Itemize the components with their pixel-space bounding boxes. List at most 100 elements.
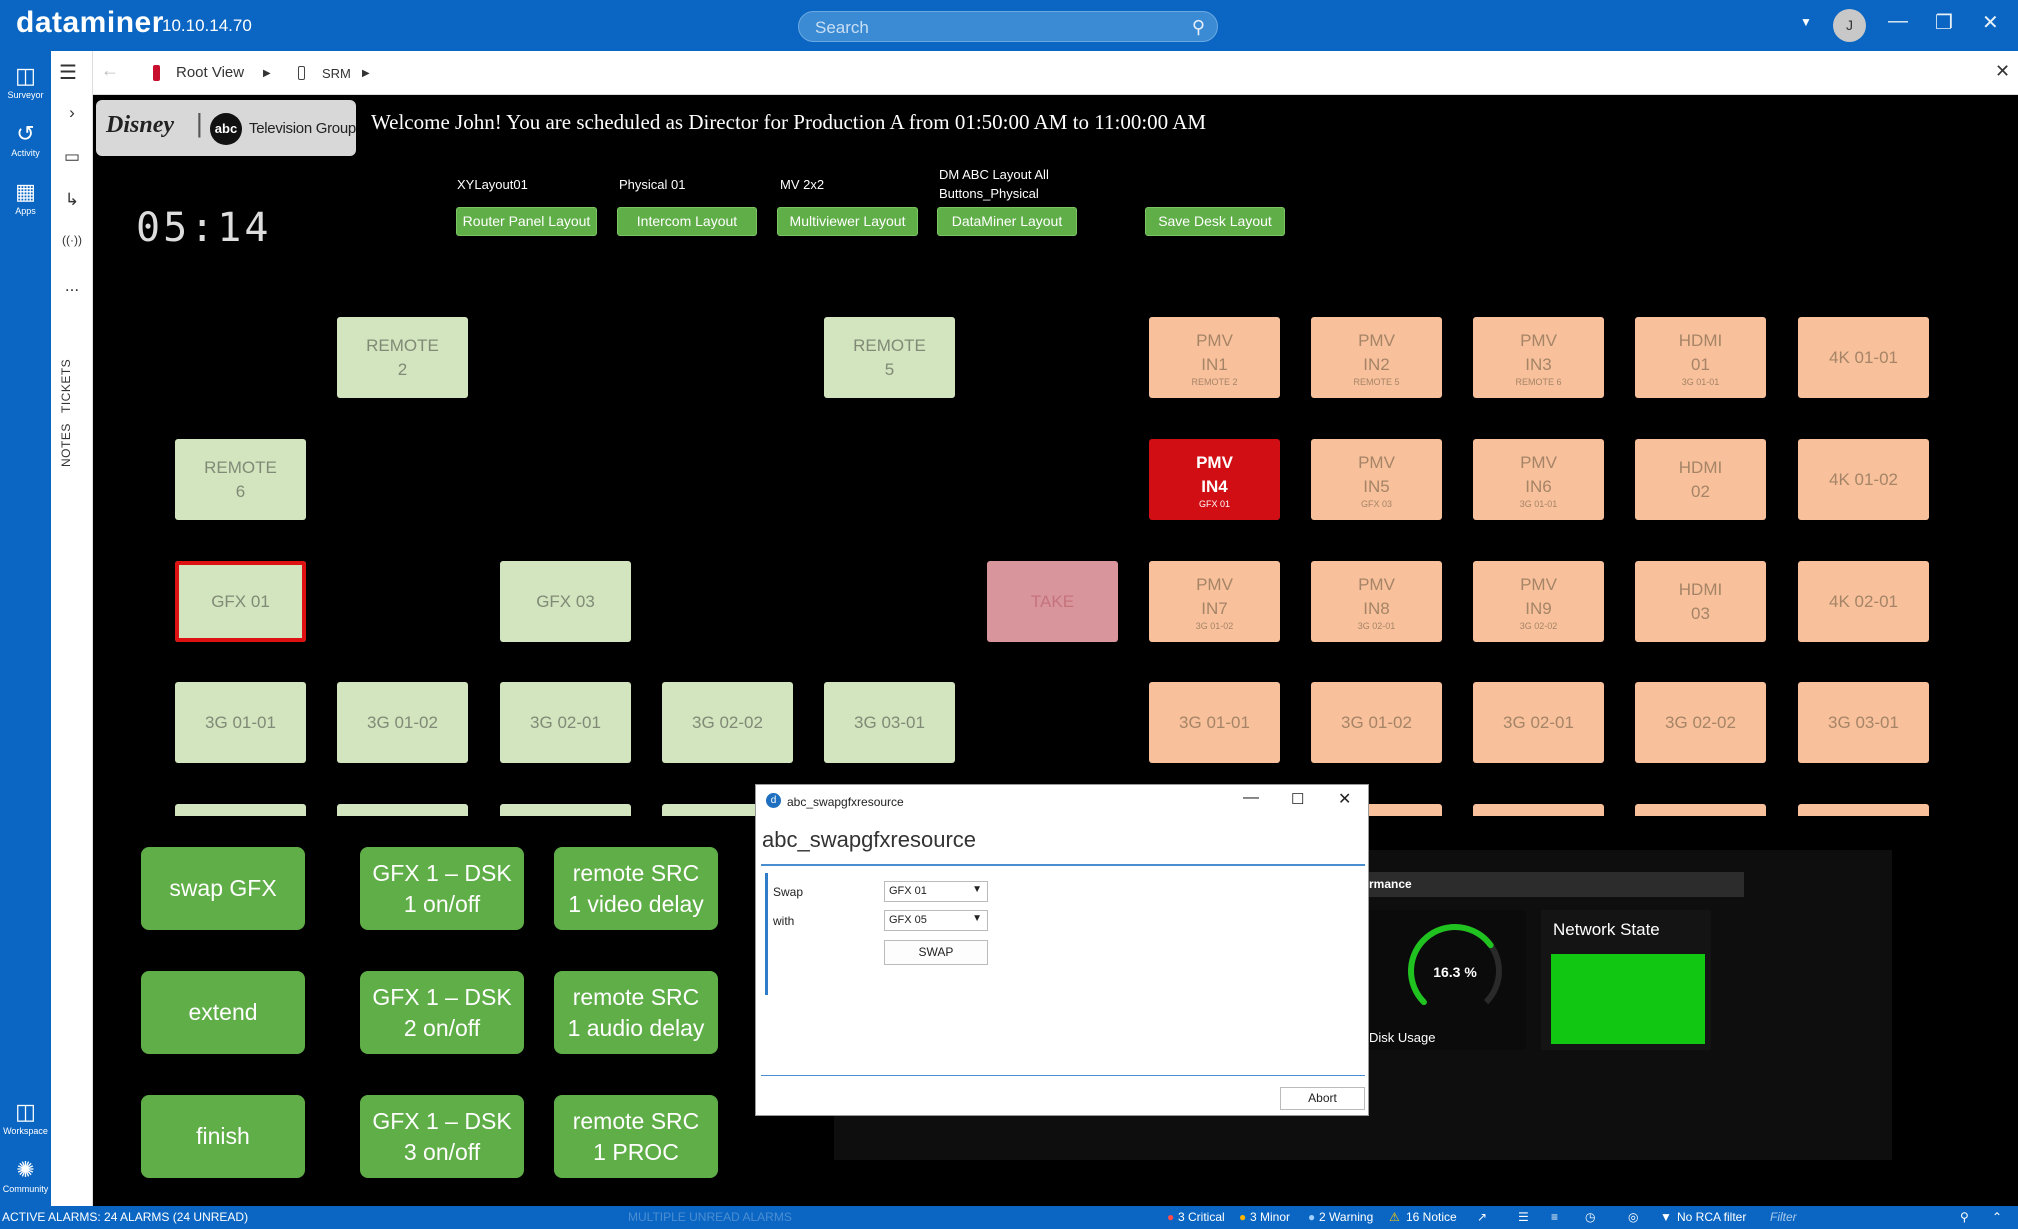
dataminer-layout-button[interactable]: DataMiner Layout [937,207,1077,236]
dest-tile-partial[interactable] [1635,804,1766,816]
source-tile[interactable]: GFX 03 [500,561,631,642]
close-icon[interactable]: ✕ [1982,12,1999,34]
remote-src1-audio-delay-button[interactable]: remote SRC 1 audio delay [554,971,718,1054]
critical-count[interactable]: 3 Critical [1178,1210,1225,1224]
dest-tile-partial[interactable] [1798,804,1929,816]
source-tile[interactable]: REMOTE 6 [175,439,306,520]
breadcrumb-chevron-icon[interactable]: ▶ [362,68,370,79]
extend-button[interactable]: extend [141,971,305,1054]
source-tile[interactable]: 3G 03-01 [824,682,955,763]
rail-item-community[interactable]: ✺ Community [0,1151,51,1194]
breadcrumb-srm[interactable]: SRM [322,66,351,81]
avatar[interactable]: J [1833,9,1866,42]
dest-tile[interactable]: 3G 01-01 [1149,682,1280,763]
active-alarms-text[interactable]: ACTIVE ALARMS: 24 ALARMS (24 UNREAD) [2,1210,249,1224]
minor-count[interactable]: 3 Minor [1250,1210,1291,1224]
close-icon[interactable]: ✕ [1338,791,1352,808]
notification-dropdown-icon[interactable]: ▼ [1800,15,1812,29]
warning-count[interactable]: 2 Warning [1319,1210,1374,1224]
back-arrow-icon[interactable]: ← [101,60,119,80]
clock-icon[interactable]: ◷ [1585,1210,1596,1224]
minimize-icon[interactable]: — [1243,789,1259,806]
close-view-icon[interactable]: ✕ [1995,61,2011,81]
gfx1-dsk1-button[interactable]: GFX 1 – DSK 1 on/off [360,847,524,930]
monitor-icon[interactable]: ▭ [63,147,81,166]
notice-count[interactable]: 16 Notice [1406,1210,1457,1224]
rail-item-surveyor[interactable]: ◫ Surveyor [0,57,51,100]
filter-input[interactable]: Filter [1770,1210,1797,1224]
router-panel-layout-button[interactable]: Router Panel Layout [456,207,597,236]
source-tile-selected[interactable]: GFX 01 [175,561,306,642]
broadcast-icon[interactable]: ((·)) [62,233,82,247]
rail-item-apps[interactable]: ▦ Apps [0,173,51,216]
dest-tile[interactable]: HDMI 02 [1635,439,1766,520]
swap-button[interactable]: SWAP [884,940,988,965]
breadcrumb-chevron-icon[interactable]: ▶ [263,68,271,79]
swap-select[interactable]: GFX 01▼ [884,881,988,902]
dest-tile[interactable]: HDMI 03 [1635,561,1766,642]
filter-search-icon[interactable]: ⚲ [1960,1210,1969,1224]
breadcrumb-root-view[interactable]: Root View [176,64,245,81]
sort-icon[interactable]: ≡ [1551,1210,1559,1224]
connection-icon[interactable]: ↳ [64,190,80,209]
dest-tile[interactable]: 3G 01-02 [1311,682,1442,763]
rail-item-activity[interactable]: ↺ Activity [0,115,51,158]
source-tile-partial[interactable] [500,804,631,816]
disk-usage-label: Disk Usage [1369,1030,1436,1045]
remote-src1-proc-button[interactable]: remote SRC 1 PROC [554,1095,718,1178]
source-tile[interactable]: 3G 02-02 [662,682,793,763]
source-tile-partial[interactable] [175,804,306,816]
save-desk-layout-button[interactable]: Save Desk Layout [1145,207,1285,236]
dest-tile[interactable]: 3G 02-02 [1635,682,1766,763]
list-icon[interactable]: ☰ [1518,1210,1529,1224]
focus-icon[interactable]: ◎ [1628,1210,1639,1224]
rca-filter[interactable]: No RCA filter [1677,1210,1747,1224]
rail-item-workspace[interactable]: ◫ Workspace [0,1093,51,1136]
source-tile-partial[interactable] [337,804,468,816]
dest-tile[interactable]: 3G 02-01 [1473,682,1604,763]
tickets-tab[interactable]: TICKETS [59,358,73,413]
finish-button[interactable]: finish [141,1095,305,1178]
source-tile[interactable]: 3G 01-02 [337,682,468,763]
maximize-icon[interactable]: ☐ [1291,791,1305,808]
notes-tab[interactable]: NOTES [59,423,73,467]
intercom-layout-button[interactable]: Intercom Layout [617,207,757,236]
abort-button[interactable]: Abort [1280,1087,1365,1110]
source-tile[interactable]: REMOTE 2 [337,317,468,398]
remote-src1-video-delay-button[interactable]: remote SRC 1 video delay [554,847,718,930]
take-button[interactable]: TAKE [987,561,1118,642]
source-tile[interactable]: REMOTE 5 [824,317,955,398]
expand-chevron-icon[interactable]: › [69,103,75,122]
gfx1-dsk3-button[interactable]: GFX 1 – DSK 3 on/off [360,1095,524,1178]
funnel-icon[interactable]: ▼ [1660,1210,1672,1224]
dest-tile-partial[interactable] [1473,804,1604,816]
dest-tile[interactable]: 4K 01-02 [1798,439,1929,520]
collapse-chevron-icon[interactable]: ⌃ [1992,1210,2003,1224]
dest-tile[interactable]: 4K 01-01 [1798,317,1929,398]
source-tile[interactable]: 3G 02-01 [500,682,631,763]
dest-tile[interactable]: 4K 02-01 [1798,561,1929,642]
gfx1-dsk2-button[interactable]: GFX 1 – DSK 2 on/off [360,971,524,1054]
dest-tile[interactable]: 3G 03-01 [1798,682,1929,763]
minimize-icon[interactable]: — [1888,10,1908,32]
more-icon[interactable]: ... [64,276,80,295]
chart-icon[interactable]: ↗ [1477,1210,1488,1224]
menu-icon[interactable]: ☰ [59,62,77,84]
swap-gfx-button[interactable]: swap GFX [141,847,305,930]
with-select[interactable]: GFX 05▼ [884,910,988,931]
search-icon[interactable]: ⚲ [1191,17,1205,37]
search-input[interactable]: Search ⚲ [798,11,1218,42]
source-tile[interactable]: 3G 01-01 [175,682,306,763]
multiviewer-layout-button[interactable]: Multiviewer Layout [777,207,918,236]
restore-icon[interactable]: ❐ [1935,12,1953,34]
